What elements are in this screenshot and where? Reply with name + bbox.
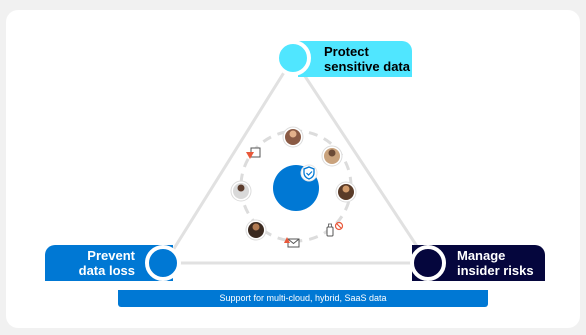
manage-node (410, 245, 446, 281)
person-avatar-icon (282, 126, 304, 148)
manage-line1: Manage (457, 248, 506, 263)
triangle-outline (163, 57, 430, 265)
mail-alert-icon (284, 237, 300, 248)
person-avatar-icon (245, 219, 267, 241)
person-avatar-icon (321, 145, 343, 167)
person-avatar-icon (335, 181, 357, 203)
usb-drive-icon (326, 223, 334, 237)
prevent-line1: Prevent (87, 248, 135, 263)
manage-line2: insider risks (457, 263, 534, 278)
support-banner: Support for multi-cloud, hybrid, SaaS da… (118, 290, 488, 307)
protect-node (275, 40, 311, 76)
prevent-node (145, 245, 181, 281)
protect-line2: sensitive data (324, 59, 410, 74)
person-avatar-icon (230, 180, 252, 202)
shield-check-icon (300, 164, 318, 182)
alert-document-icon (246, 147, 261, 159)
prevent-line2: data loss (78, 263, 135, 278)
protect-line1: Protect (324, 44, 369, 59)
block-icon (334, 221, 344, 231)
protect-sensitive-data-label: Protect sensitive data (298, 41, 412, 77)
